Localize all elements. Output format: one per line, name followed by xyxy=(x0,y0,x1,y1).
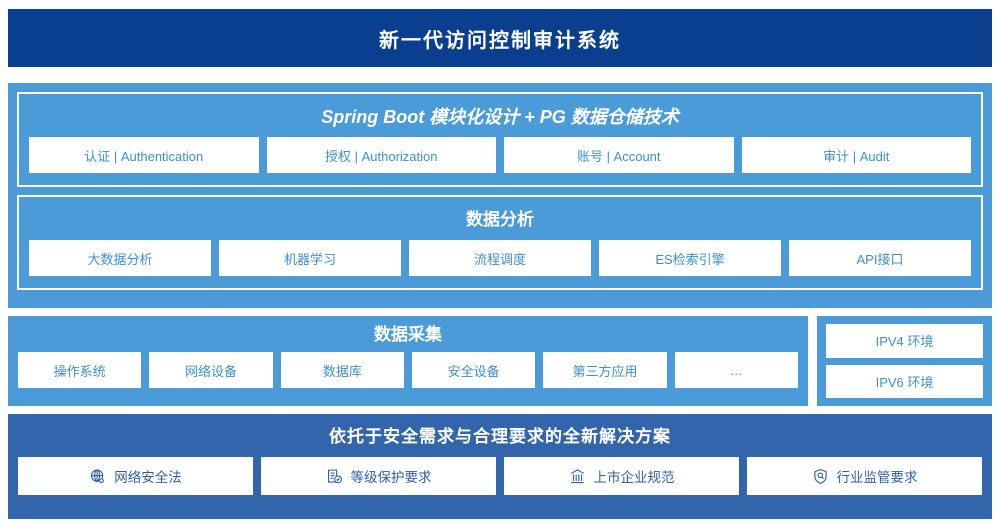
chip-label: API接口 xyxy=(856,251,904,267)
chip-label: 机器学习 xyxy=(283,251,336,267)
data-analysis-item-api[interactable]: API接口 xyxy=(789,240,971,276)
chip-label: 行业监管要求 xyxy=(836,470,918,485)
data-collection-list: 操作系统 网络设备 数据库 安全设备 第三方应用 … xyxy=(18,352,798,388)
compliance-item-listed-company-standard[interactable]: 上市企业规范 xyxy=(504,457,739,495)
compliance-panel: 依托于安全需求与合理要求的全新解决方案 网络安全法 xyxy=(8,414,992,519)
data-analysis-item-machine-learning[interactable]: 机器学习 xyxy=(219,240,401,276)
chip-label: ES检索引擎 xyxy=(655,251,725,267)
data-analysis-list: 大数据分析 机器学习 流程调度 ES检索引擎 API接口 xyxy=(29,240,971,276)
compliance-title: 依托于安全需求与合理要求的全新解决方案 xyxy=(329,427,671,446)
compliance-item-industry-regulation[interactable]: 行业监管要求 xyxy=(747,457,982,495)
chip-label: 授权 | Authorization xyxy=(325,148,438,164)
chip-label: 审计 | Audit xyxy=(823,148,890,164)
core-module-item-account[interactable]: 账号 | Account xyxy=(504,137,734,173)
environment-item-ipv6[interactable]: IPV6 环境 xyxy=(826,364,983,398)
bank-building-icon xyxy=(569,468,586,485)
data-collection-item-os[interactable]: 操作系统 xyxy=(18,352,142,388)
chip-label: 账号 | Account xyxy=(576,148,661,164)
core-module-item-audit[interactable]: 审计 | Audit xyxy=(741,137,971,173)
shield-search-icon xyxy=(812,468,829,485)
data-collection-item-database[interactable]: 数据库 xyxy=(280,352,404,388)
data-collection-item-network-device[interactable]: 网络设备 xyxy=(149,352,273,388)
core-module-title: Spring Boot 模块化设计 + PG 数据仓储技术 xyxy=(321,107,679,127)
data-analysis-block: 数据分析 大数据分析 机器学习 流程调度 ES检索引擎 API接口 xyxy=(17,195,983,290)
core-module-block: Spring Boot 模块化设计 + PG 数据仓储技术 认证 | Authe… xyxy=(17,92,983,187)
chip-label: 安全设备 xyxy=(447,363,500,379)
globe-icon xyxy=(89,468,106,485)
data-collection-item-security-device[interactable]: 安全设备 xyxy=(411,352,536,388)
data-collection-item-more[interactable]: … xyxy=(674,352,798,388)
data-collection-title: 数据采集 xyxy=(374,325,442,344)
chip-label: IPV4 环境 xyxy=(875,334,934,350)
chip-label: … xyxy=(729,362,743,378)
core-module-list: 认证 | Authentication 授权 | Authorization 账… xyxy=(29,137,971,173)
core-module-item-authentication[interactable]: 认证 | Authentication xyxy=(29,137,259,173)
compliance-list: 网络安全法 等级保护要求 xyxy=(18,457,982,495)
header-bar: 新一代访问控制审计系统 xyxy=(8,9,992,67)
data-analysis-item-bigdata[interactable]: 大数据分析 xyxy=(29,240,211,276)
chip-label: IPV6 环境 xyxy=(875,374,934,390)
chip-label: 流程调度 xyxy=(473,251,526,267)
compliance-item-classified-protection[interactable]: 等级保护要求 xyxy=(261,457,496,495)
compliance-item-cybersecurity-law[interactable]: 网络安全法 xyxy=(18,457,253,495)
chip-label: 上市企业规范 xyxy=(593,470,675,485)
core-module-item-authorization[interactable]: 授权 | Authorization xyxy=(266,137,496,173)
environment-item-ipv4[interactable]: IPV4 环境 xyxy=(826,324,983,358)
page-title: 新一代访问控制审计系统 xyxy=(379,29,621,52)
chip-label: 操作系统 xyxy=(53,363,106,379)
chip-label: 大数据分析 xyxy=(87,251,153,267)
chip-label: 数据库 xyxy=(322,363,362,379)
data-analysis-item-process-scheduling[interactable]: 流程调度 xyxy=(409,240,591,276)
environment-panel: IPV4 环境 IPV6 环境 xyxy=(817,316,992,406)
chip-label: 第三方应用 xyxy=(572,363,638,379)
data-collection-row: 数据采集 操作系统 网络设备 数据库 安全设备 第三方应用 … xyxy=(8,316,992,406)
data-analysis-title: 数据分析 xyxy=(466,210,534,229)
data-collection-panel: 数据采集 操作系统 网络设备 数据库 安全设备 第三方应用 … xyxy=(8,316,808,406)
data-analysis-item-es-search[interactable]: ES检索引擎 xyxy=(599,240,781,276)
chip-label: 网络设备 xyxy=(184,363,237,379)
chip-label: 等级保护要求 xyxy=(350,470,432,485)
chip-label: 网络安全法 xyxy=(114,470,182,485)
chip-label: 认证 | Authentication xyxy=(84,148,204,164)
document-check-icon xyxy=(326,468,343,485)
platform-panel: Spring Boot 模块化设计 + PG 数据仓储技术 认证 | Authe… xyxy=(8,83,992,308)
data-collection-item-third-party-app[interactable]: 第三方应用 xyxy=(543,352,667,388)
